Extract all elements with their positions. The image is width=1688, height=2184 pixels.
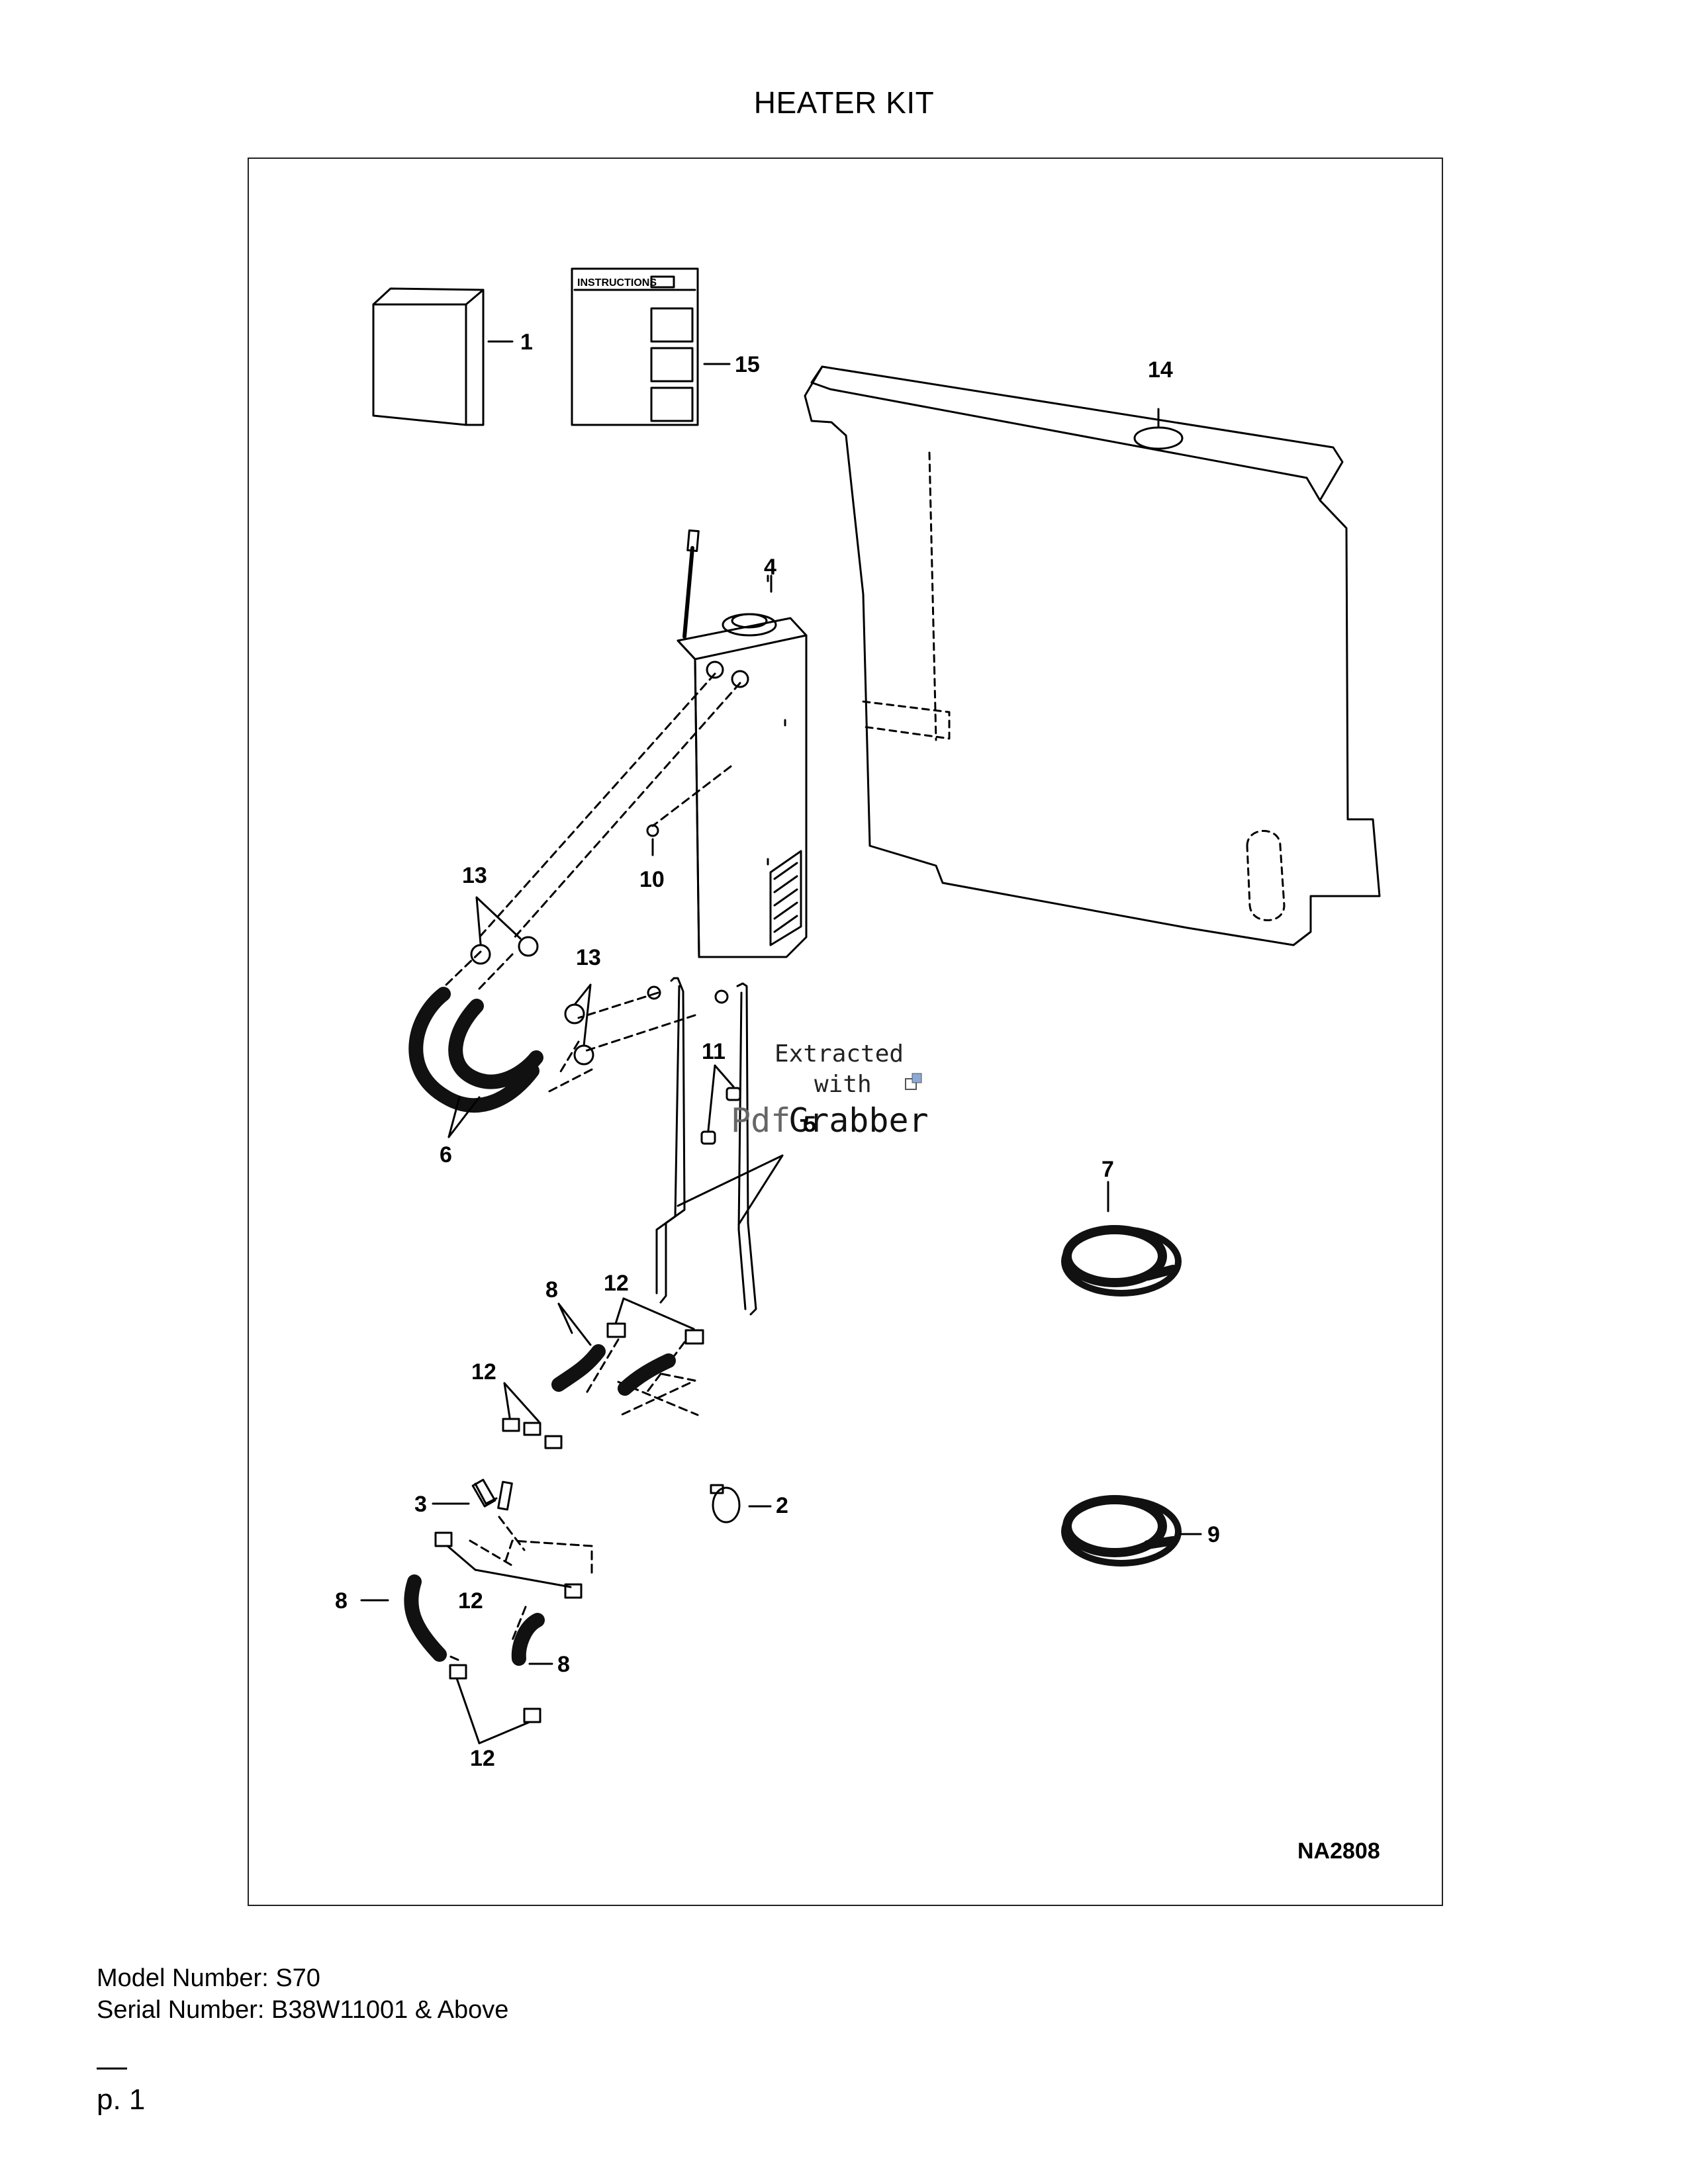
- part-12-clamps-mid: [502, 1382, 563, 1449]
- svg-text:Grabber: Grabber: [789, 1101, 929, 1140]
- callout-12-lower: 12: [458, 1588, 483, 1614]
- callout-12-mid: 12: [471, 1359, 496, 1385]
- svg-text:Pdf: Pdf: [731, 1101, 790, 1140]
- callout-6: 6: [440, 1142, 452, 1167]
- callout-12-bottom: 12: [470, 1746, 495, 1771]
- part-8-hoses-lower: [404, 1574, 545, 1666]
- part-3-tee-fitting: [432, 1479, 513, 1511]
- part-12-clamps-lower: [434, 1531, 583, 1745]
- leader-8-top-a: [557, 1302, 573, 1334]
- footer-rule: [97, 2068, 127, 2070]
- leader-6b: [447, 1096, 481, 1138]
- instructions-heading: INSTRUCTIONS: [577, 277, 657, 289]
- diagram-frame: [248, 158, 1443, 1906]
- part-9-hose-coil: [1061, 1495, 1182, 1567]
- callout-8-right: 8: [557, 1652, 570, 1677]
- callout-5: 5: [804, 1112, 816, 1137]
- part-13-clamps: [470, 896, 594, 1066]
- callout-13-mid: 13: [576, 945, 601, 970]
- figure-id: NA2808: [1297, 1839, 1380, 1864]
- callout-1: 1: [520, 330, 533, 355]
- page-title: HEATER KIT: [753, 85, 935, 120]
- serial-number: Serial Number: B38W11001 & Above: [97, 1996, 509, 2024]
- part-8-hoses-upper: [551, 1344, 676, 1396]
- svg-text:Extracted: Extracted: [774, 1040, 904, 1068]
- part-1-box: [372, 287, 514, 426]
- callout-2: 2: [776, 1493, 788, 1518]
- callout-13-top: 13: [462, 863, 487, 888]
- part-2-clamp: [710, 1484, 772, 1524]
- svg-text:with: with: [814, 1071, 872, 1098]
- callout-10: 10: [639, 867, 665, 892]
- heater-kit-exploded-diagram: Extracted with Pdf Grabber INSTRUCTIONS …: [335, 267, 1381, 1864]
- callout-8-left: 8: [335, 1588, 348, 1614]
- part-4-heater-unit: [646, 529, 808, 958]
- callout-4: 4: [764, 555, 776, 580]
- callout-9: 9: [1207, 1522, 1220, 1547]
- callout-11: 11: [702, 1039, 726, 1064]
- leader-6a: [447, 1096, 461, 1138]
- callout-12-top: 12: [604, 1271, 629, 1296]
- part-11-clips: [700, 1064, 741, 1145]
- part-15-instructions-sheet: [571, 267, 731, 426]
- callout-8-top: 8: [545, 1277, 558, 1302]
- part-6-hoses: [408, 987, 543, 1113]
- model-number: Model Number: S70: [97, 1964, 320, 1992]
- part-12-clamps-top: [606, 1297, 704, 1345]
- part-14-panel: [804, 365, 1381, 946]
- pdfgrabber-watermark: Extracted with Pdf Grabber: [731, 1040, 929, 1140]
- part-7-hose-coil: [1061, 1225, 1182, 1297]
- callout-15: 15: [735, 352, 760, 377]
- assembly-dashed-lines: [436, 672, 741, 1661]
- page-number: p. 1: [97, 2083, 146, 2116]
- part-5-tubes: [647, 977, 784, 1316]
- callout-3: 3: [414, 1492, 427, 1517]
- callout-14: 14: [1148, 357, 1173, 383]
- callout-7: 7: [1102, 1157, 1114, 1182]
- leader-8-top-b: [557, 1302, 592, 1346]
